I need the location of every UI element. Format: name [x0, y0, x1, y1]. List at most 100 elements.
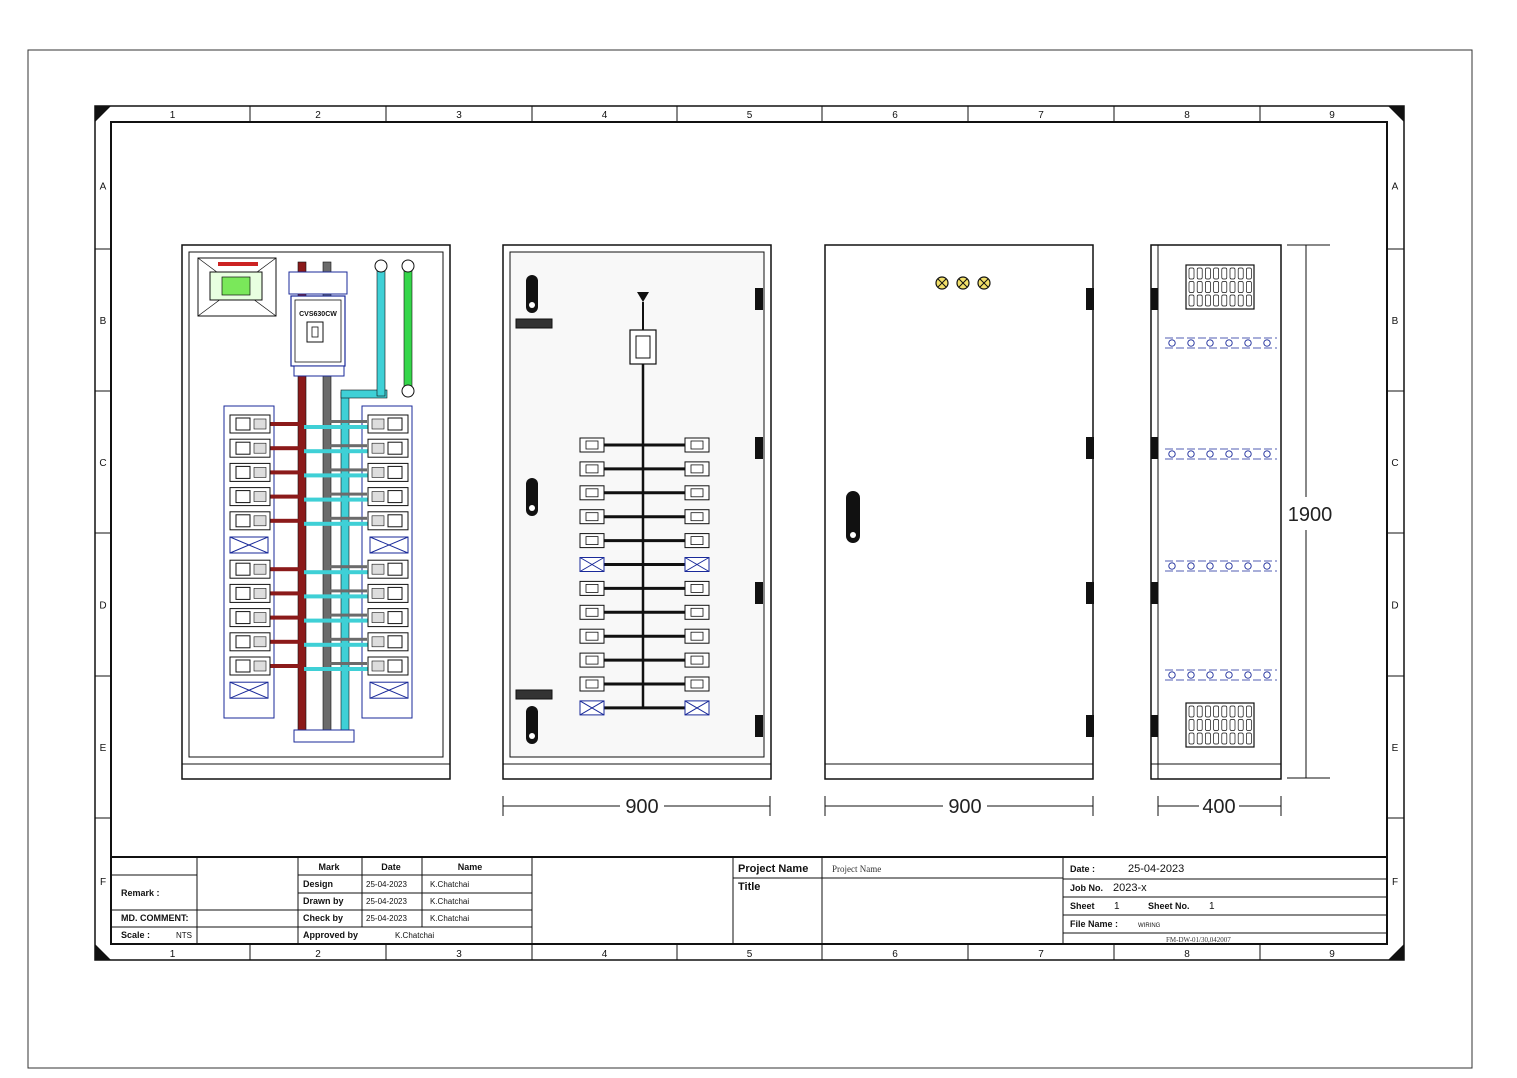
breaker-window-toggle-icon: [690, 440, 704, 450]
hinge-icon: [1086, 715, 1094, 737]
date-label: Date :: [1070, 864, 1095, 874]
louver-slot: [1188, 705, 1195, 718]
louver-slot: [1205, 732, 1211, 745]
grid-row-label: D: [1391, 601, 1398, 612]
dimension-door-width: 900: [824, 796, 1094, 818]
breaker-toggle-icon: [387, 514, 403, 528]
breaker-terminal: [371, 491, 385, 502]
pilot-lamp-icon: [977, 276, 991, 290]
signoff-name: K.Chatchai: [430, 897, 469, 906]
breaker-window-toggle-icon: [585, 536, 599, 545]
breaker-toggle-icon: [387, 441, 403, 455]
louver-slot: [1188, 294, 1195, 307]
dimension-side-depth: 400: [1157, 796, 1282, 818]
meter-label-strip: [218, 262, 258, 266]
hinge-icon: [755, 288, 763, 310]
grid-row-label: A: [100, 182, 107, 193]
door-handle-icon[interactable]: [526, 478, 538, 516]
louver-frame: [1185, 264, 1255, 310]
corner-mark-tr: [1388, 106, 1404, 122]
breaker-terminal: [253, 467, 267, 478]
column-date-header: Date: [381, 862, 401, 872]
spare-window-cross: [579, 557, 605, 572]
louver-slot: [1221, 732, 1228, 745]
louver-slot: [1229, 719, 1236, 731]
hinge-icon: [1086, 288, 1094, 310]
louver-slot: [1229, 732, 1236, 745]
grid-column-label: 2: [315, 949, 321, 960]
cable-tie-icon: [1225, 671, 1233, 679]
main-breaker-bottom-terminals: [293, 365, 345, 377]
grid-row-label: E: [100, 743, 107, 754]
louver-slot: [1237, 705, 1244, 718]
louver-slot: [1205, 281, 1211, 293]
tap-link-gray: [327, 565, 367, 569]
cable-tie-icon: [1263, 450, 1271, 458]
grid-column-label: 7: [1038, 949, 1044, 960]
cable-tie-icon: [1263, 339, 1271, 347]
main-breaker-body: [294, 299, 342, 363]
breaker-toggle-icon: [387, 465, 403, 479]
louver-slot: [1237, 281, 1244, 293]
breaker-toggle-icon: [387, 490, 403, 504]
hinge-icon: [1151, 288, 1158, 310]
door-handle-icon[interactable]: [526, 706, 538, 744]
louver-slot: [1196, 294, 1203, 307]
grid-row-label: C: [1391, 458, 1398, 469]
breaker-window-toggle-icon: [585, 488, 599, 498]
breaker-window-toggle-icon: [585, 512, 599, 522]
pilot-lamp-icon: [935, 276, 949, 290]
door-handle-icon[interactable]: [526, 275, 538, 313]
tap-link-red: [262, 446, 304, 451]
grid-column-label: 1: [170, 110, 176, 121]
grid-row-label: B: [100, 316, 107, 327]
tap-link-gray: [327, 662, 367, 665]
cable-tie-icon: [1206, 671, 1214, 679]
cable-tie-icon: [1263, 562, 1271, 570]
breaker-terminal: [253, 563, 267, 575]
breaker-window-toggle-icon: [585, 679, 599, 689]
breaker-window-toggle-icon: [585, 584, 599, 593]
grid-column-label: 8: [1184, 949, 1190, 960]
cable-tie-icon: [1187, 450, 1195, 458]
remark-label: Remark :: [121, 888, 160, 898]
louver-slot: [1188, 732, 1195, 745]
tap-link-cyan: [304, 425, 372, 429]
breaker-toggle-icon: [235, 465, 251, 479]
door-handle-icon[interactable]: [846, 491, 860, 543]
louver-slot: [1229, 294, 1236, 307]
louver-slot: [1196, 732, 1203, 745]
panel-dead-front-view: [502, 244, 772, 780]
louver-slot: [1237, 719, 1244, 731]
breaker-window-toggle-icon: [690, 488, 704, 498]
scale-label: Scale :: [121, 930, 150, 940]
breaker-toggle-icon: [235, 611, 251, 625]
louver-slot: [1246, 294, 1252, 307]
louver-slot: [1246, 267, 1252, 280]
breaker-terminal: [253, 515, 267, 527]
panel-side-view: [1150, 244, 1282, 780]
dimension-door-width-label: 900: [948, 796, 981, 818]
breaker-window-toggle-icon: [585, 655, 599, 665]
tap-link-cyan: [304, 449, 372, 454]
tap-link-gray: [327, 492, 367, 496]
column-name-header: Name: [458, 862, 483, 872]
tap-link-gray: [327, 444, 367, 448]
breaker-window-toggle-icon: [690, 607, 704, 617]
signoff-date: 25-04-2023: [366, 880, 407, 889]
breaker-window-toggle-icon: [690, 655, 704, 665]
tap-link-cyan: [304, 642, 372, 647]
louver-frame: [1185, 702, 1255, 748]
scale-value: NTS: [176, 931, 192, 940]
ground-bar-bottom-terminal: [401, 384, 415, 398]
tap-link-cyan: [304, 497, 372, 502]
panel-internal-mounting-plate: [188, 251, 444, 758]
cable-tie-icon: [1168, 450, 1176, 458]
louver-slot: [1188, 281, 1195, 293]
cable-tie-icon: [1187, 339, 1195, 347]
hinge-icon: [1151, 715, 1158, 737]
breaker-window-toggle-icon: [585, 631, 599, 641]
louver-slot: [1196, 719, 1203, 731]
cable-tie-icon: [1206, 562, 1214, 570]
